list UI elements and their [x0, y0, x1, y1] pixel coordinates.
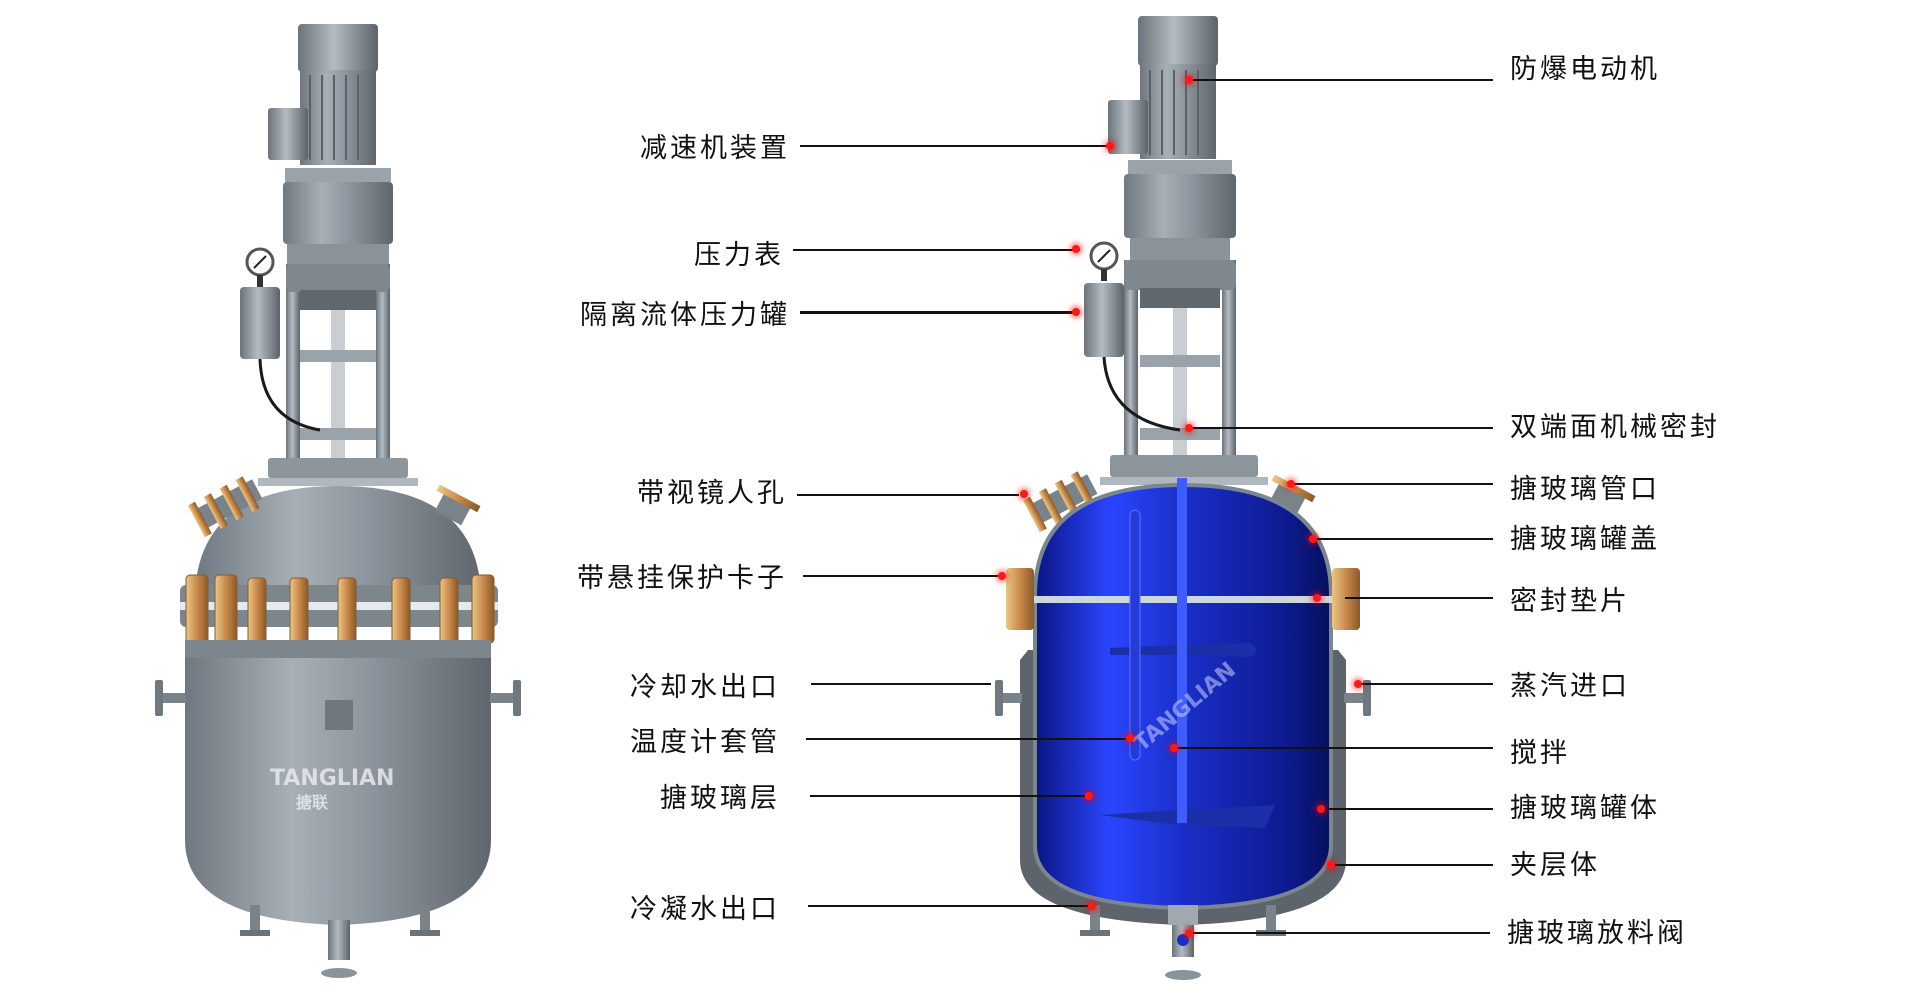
label-glass-lid: 搪玻璃罐盖: [1510, 524, 1660, 555]
leader-line-cooling-outlet: [811, 683, 991, 685]
exterior-reactor: TANGLIAN 搪联: [155, 24, 521, 978]
marker-agitator: [1170, 744, 1178, 752]
leader-line-clamp: [803, 575, 998, 577]
leader-line-glass-body: [1320, 808, 1493, 810]
leader-line-glass-lid: [1312, 538, 1493, 540]
marker-mech-seal: [1185, 424, 1193, 432]
leader-line-motor: [1188, 79, 1493, 81]
label-glass-body: 搪玻璃罐体: [1510, 793, 1660, 824]
label-glass-layer: 搪玻璃层: [660, 783, 780, 814]
label-agitator: 搅拌: [1510, 738, 1570, 769]
label-glass-nozzle: 搪玻璃管口: [1510, 474, 1660, 505]
marker-isolation-tank: [1072, 308, 1080, 316]
marker-glass-body: [1317, 805, 1325, 813]
leader-line-gasket: [1345, 597, 1493, 599]
label-gasket: 密封垫片: [1510, 586, 1630, 617]
leader-line-pressure-gauge: [793, 249, 1080, 251]
label-isolation-tank: 隔离流体压力罐: [580, 300, 790, 331]
leader-line-jacket: [1330, 864, 1493, 866]
marker-condensate-outlet: [1088, 902, 1096, 910]
label-steam-inlet: 蒸汽进口: [1510, 671, 1630, 702]
marker-thermo-sleeve: [1126, 734, 1134, 742]
label-clamp: 带悬挂保护卡子: [577, 563, 787, 594]
label-reducer: 减速机装置: [640, 133, 790, 164]
label-condensate-outlet: 冷凝水出口: [630, 894, 780, 925]
leader-line-mech-seal: [1188, 427, 1493, 429]
marker-pressure-gauge: [1072, 245, 1080, 253]
leader-line-steam-inlet: [1357, 683, 1493, 685]
label-mech-seal: 双端面机械密封: [1510, 412, 1720, 443]
leader-line-glass-nozzle: [1290, 483, 1493, 485]
label-jacket: 夹层体: [1510, 850, 1600, 881]
cutaway-reactor: TANGLIAN: [995, 16, 1371, 980]
leader-line-discharge-valve: [1188, 932, 1490, 934]
label-manhole: 带视镜人孔: [637, 478, 787, 509]
leader-line-manhole: [797, 494, 1019, 496]
leader-line-glass-layer: [810, 795, 1085, 797]
marker-glass-nozzle: [1287, 480, 1295, 488]
marker-discharge-valve: [1185, 929, 1193, 937]
marker-reducer: [1106, 142, 1114, 150]
marker-jacket: [1327, 861, 1335, 869]
marker-glass-layer: [1085, 792, 1093, 800]
marker-motor: [1185, 76, 1193, 84]
label-discharge-valve: 搪玻璃放料阀: [1507, 918, 1687, 949]
label-thermo-sleeve: 温度计套管: [630, 727, 780, 758]
leader-line-reducer: [800, 145, 1110, 147]
marker-clamp: [998, 572, 1006, 580]
marker-manhole: [1020, 490, 1028, 498]
leader-line-isolation-tank: [800, 311, 1074, 314]
label-pressure-gauge: 压力表: [694, 240, 784, 271]
marker-gasket: [1313, 594, 1321, 602]
label-motor: 防爆电动机: [1510, 54, 1660, 85]
marker-steam-inlet: [1354, 680, 1362, 688]
svg-text:搪联: 搪联: [296, 793, 328, 812]
leader-line-thermo-sleeve: [806, 738, 1130, 740]
leader-line-agitator: [1173, 747, 1493, 749]
svg-text:TANGLIAN: TANGLIAN: [270, 766, 394, 791]
marker-glass-lid: [1309, 535, 1317, 543]
leader-line-condensate-outlet: [808, 905, 1088, 907]
label-cooling-outlet: 冷却水出口: [630, 672, 780, 703]
